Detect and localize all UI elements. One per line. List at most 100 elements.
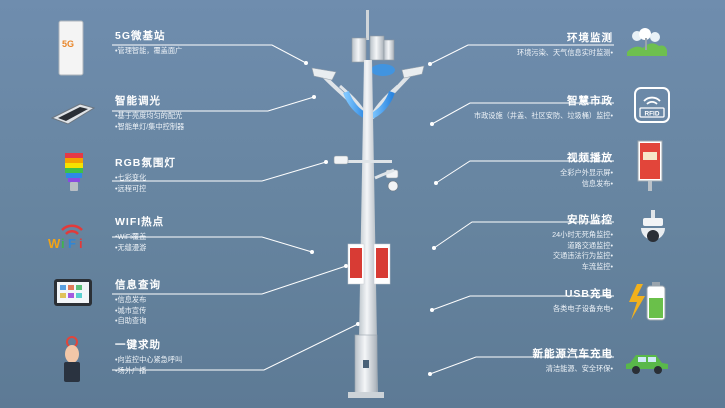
feature-title: RGB氛围灯 (115, 157, 176, 169)
feature-security: 安防监控 24小时无死角监控• 道路交通监控• 交通违法行为监控• 车流监控• (552, 212, 613, 272)
feature-line: 交通违法行为监控• (552, 251, 613, 260)
feature-title: 安防监控 (567, 214, 613, 226)
connector-wifi (112, 236, 313, 253)
feature-title: 一键求助 (115, 339, 161, 351)
feature-line: 24小时无死角监控• (552, 230, 613, 239)
feature-line: 各类电子设备充电• (552, 304, 613, 313)
rgb-bulb-icon (65, 153, 83, 191)
feature-info-query: 信息查询 •信息发布 •城市宣传 •自助查询 (115, 277, 161, 327)
feature-line: •基于亮度均匀的配光 (115, 111, 183, 120)
feature-line: 市政设施（井盖、社区安防、垃圾桶）监控• (473, 111, 613, 120)
pole-foot (348, 392, 384, 398)
feature-title: 新能源汽车充电 (532, 348, 613, 360)
connector-rgb (112, 161, 327, 182)
banner-right-art (376, 248, 388, 278)
lamp-head-right (401, 65, 425, 79)
connector-dot (434, 181, 438, 185)
base-station-box (383, 39, 395, 61)
feature-one-key-help: 一键求助 •向监控中心紧急呼叫 •场外广播 (115, 337, 182, 376)
connector-dot (310, 250, 314, 254)
connector-smart-gov (431, 102, 614, 125)
connector-usb (431, 295, 614, 311)
feature-usb: USB充电 各类电子设备充电• (553, 286, 613, 315)
connector-dot (356, 322, 360, 326)
rfid-icon: RFID (634, 87, 670, 123)
rgb-light-ring (370, 90, 395, 119)
dome-camera (387, 180, 399, 192)
connector-help (112, 323, 359, 371)
camera-bracket (338, 160, 392, 163)
antenna (366, 10, 369, 40)
connector-dot (430, 122, 434, 126)
feature-line: •信息发布 (115, 295, 147, 304)
connector-env (429, 44, 614, 65)
5g-base-station-icon: 5G (58, 20, 84, 76)
camera-left (333, 155, 349, 165)
feature-smart-municipal: 智慧市政 市政设施（井盖、社区安防、垃圾桶）监控• (474, 93, 613, 122)
pole-shaft (358, 60, 378, 395)
feature-line: •七彩变化 (115, 173, 147, 182)
ev-car-icon (626, 355, 668, 374)
connector-dot (344, 264, 348, 268)
feature-line: •管理智能，覆盖面广 (115, 46, 183, 55)
feature-line: •WiFi覆盖 (115, 232, 147, 241)
connector-dot (428, 62, 432, 66)
feature-line: 信息发布• (581, 178, 613, 188)
environment-monitor-icon (627, 28, 667, 56)
feature-title: USB充电 (564, 288, 613, 300)
connector-dot (312, 95, 316, 99)
feature-title: 5G微基站 (115, 30, 166, 42)
usb-battery-icon (629, 282, 666, 321)
feature-rgb: RGB氛围灯 •七彩变化 •远程可控 (115, 155, 176, 194)
feature-title: 信息查询 (115, 279, 161, 291)
svg-text:i: i (79, 236, 83, 250)
feature-line: •智能单灯/集中控制器 (115, 121, 185, 131)
rfid-label: RFID (645, 110, 660, 117)
feature-title: 视频播放 (567, 152, 613, 164)
feature-line: •远程可控 (115, 183, 147, 193)
svg-text:F: F (68, 236, 76, 250)
feature-title: 智能调光 (115, 95, 161, 107)
camera-arm (374, 168, 395, 180)
feature-environment: 环境监测 环境污染、天气信息实时监测• (517, 30, 613, 59)
banner-left-art (350, 248, 362, 278)
security-camera-icon (641, 210, 665, 242)
feature-title: 智慧市政 (567, 95, 613, 107)
feature-ev-charging: 新能源汽车充电 清洁能源、安全环保• (533, 346, 614, 375)
feature-smart-dimming: 智能调光 •基于亮度均匀的配光 •智能单灯/集中控制器 (115, 93, 184, 132)
base-station-box (369, 35, 385, 61)
connector-info (112, 265, 347, 295)
connector-security (433, 221, 614, 249)
base-station-box (351, 37, 367, 63)
feature-title: 环境监测 (567, 32, 613, 44)
connector-dot (430, 308, 434, 312)
feature-line: 环境污染、天气信息实时监测• (517, 48, 613, 57)
lamp-head-left (311, 67, 337, 81)
feature-line: 车流监控• (581, 261, 613, 271)
connector-video (435, 160, 614, 184)
feature-wifi: WIFI热点 •WiFi覆盖 •无缝漫游 (115, 214, 164, 253)
connector-dot (428, 372, 432, 376)
feature-line: •向监控中心紧急呼叫 (115, 355, 183, 364)
feature-line: •自助查询 (115, 316, 147, 325)
connector-dot (324, 160, 328, 164)
connector-dot (432, 246, 436, 250)
svg-text:5G: 5G (62, 39, 74, 49)
display-screen-icon (637, 140, 663, 191)
rgb-light-ring (371, 64, 395, 76)
connector-5g (112, 44, 307, 64)
connector-dot (304, 61, 308, 65)
feature-line: 清洁能源、安全环保• (545, 364, 613, 373)
feature-video: 视频播放 全彩户外显示屏• 信息发布• (560, 150, 613, 189)
connector-lamp (112, 96, 315, 112)
feature-line: •城市宣传 (115, 305, 147, 315)
help-button-icon (64, 336, 80, 382)
svg-text:i: i (61, 236, 65, 250)
connector-ev (429, 356, 614, 375)
charging-port (363, 360, 369, 368)
feature-line: 道路交通监控• (567, 240, 613, 250)
svg-text:W: W (48, 236, 61, 250)
info-terminal-icon (54, 279, 92, 306)
